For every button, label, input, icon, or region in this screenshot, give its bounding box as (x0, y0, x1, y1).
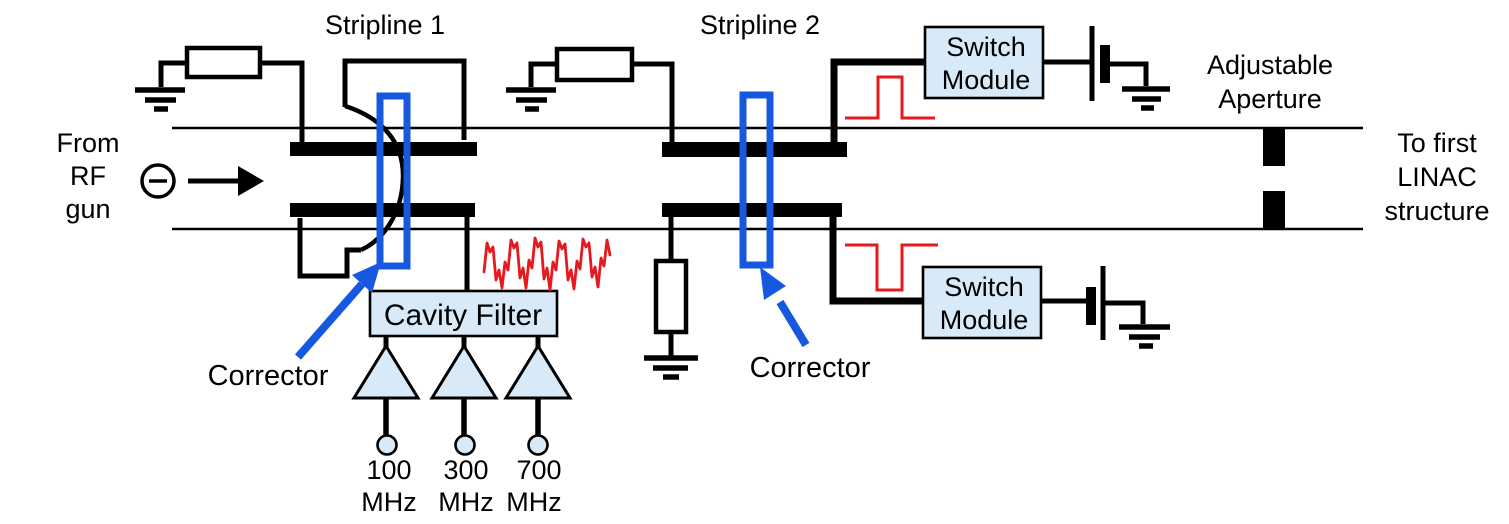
ground-icon (506, 87, 556, 112)
stripline2-electrode-top (662, 142, 847, 157)
freq-label-300-unit: MHz (438, 487, 494, 517)
switch-module-bottom-label-1: Switch (944, 272, 1024, 302)
from-rf-gun-line1: From (57, 128, 120, 158)
stripline-2 (506, 46, 925, 380)
stripline1-termination-wire-left (158, 60, 187, 87)
switch-module-top-box (923, 25, 1045, 100)
freq-label-700-unit: MHz (506, 487, 562, 517)
switch-module-bottom-label-2: Module (940, 305, 1029, 335)
stripline2-feed-wire (632, 61, 675, 142)
stripline-1 (135, 45, 477, 292)
stripline1-housing-top (342, 58, 467, 140)
stripline1-termination-resistor (184, 45, 263, 80)
electron-source (140, 163, 264, 199)
to-linac-line3: structure (1384, 196, 1489, 226)
amplifier-icon (503, 343, 573, 400)
to-linac-line1: To first (1397, 128, 1477, 158)
corrector2-label: Corrector (750, 352, 871, 384)
aperture-jaw-top (1263, 128, 1285, 166)
freq-label-300: 300 (443, 455, 488, 485)
stripline2-shunt-resistor (653, 258, 689, 335)
switch-module-bottom: Switch Module (921, 265, 1170, 349)
rf-input-port-icon (376, 434, 398, 456)
from-rf-gun-line3: gun (65, 194, 110, 224)
battery-top-ground-wire (1110, 61, 1149, 86)
corrector2-callout-arrow-shaft (776, 299, 810, 348)
stripline2-bottom-output-wire (829, 210, 923, 305)
correctors: Corrector Corrector (208, 91, 871, 392)
amplifier-icon (429, 343, 499, 400)
ground-icon (644, 355, 698, 380)
corrector2-callout-arrow-head (760, 267, 786, 300)
battery-bottom-ground-wire (1103, 300, 1146, 324)
stripline1-feed-wire (260, 60, 305, 142)
stripline2-termination-resistor (554, 46, 635, 83)
text-labels: Stripline 1 Stripline 2 From RF gun Adju… (57, 10, 1490, 226)
cavity-filter-label: Cavity Filter (384, 299, 542, 332)
stripline2-termination-wire-left (528, 61, 557, 87)
freq-label-100: 100 (366, 455, 411, 485)
adjustable-aperture-label-line2: Aperture (1218, 84, 1322, 114)
corrector1-callout-arrow-shaft (294, 281, 366, 360)
rf-input-port-icon (454, 434, 476, 456)
switch-module-top-label-2: Module (942, 65, 1031, 95)
positive-gate-pulse (845, 75, 935, 120)
freq-label-700: 700 (516, 455, 561, 485)
switch-module-top: Switch Module (923, 25, 1170, 111)
ground-icon (1122, 86, 1170, 111)
ground-icon (1119, 324, 1170, 349)
freq-label-100-unit: MHz (361, 487, 417, 517)
rf-input-port-icon (527, 434, 549, 456)
corrector-1 (376, 92, 411, 270)
stripline2-electrode-bottom (662, 203, 842, 217)
stripline1-housing-bottom (297, 218, 361, 279)
signal-traces (482, 75, 938, 292)
cavity-filter-chain: Cavity Filter 100 MHz 300 MHz 700 MHz (351, 289, 573, 517)
negative-gate-pulse (845, 243, 938, 292)
corrector1-label: Corrector (208, 360, 329, 392)
corrector-2 (739, 91, 774, 269)
battery-icon (1086, 266, 1106, 340)
beam-direction-arrow-head (238, 166, 264, 196)
adjustable-aperture (1263, 128, 1285, 229)
amplifier-icon (351, 343, 421, 400)
aperture-jaw-bottom (1263, 191, 1285, 229)
adjustable-aperture-label-line1: Adjustable (1207, 50, 1333, 80)
stripline2-title: Stripline 2 (700, 10, 820, 40)
corrector1-callout-arrow-head (352, 262, 381, 293)
stripline2-top-output-wire (830, 58, 925, 150)
to-linac-line2: LINAC (1397, 162, 1477, 192)
noisy-signal-waveform (482, 236, 612, 292)
ground-icon (135, 87, 185, 112)
stripline1-title: Stripline 1 (325, 10, 445, 40)
from-rf-gun-line2: RF (70, 161, 106, 191)
switch-module-top-label-1: Switch (946, 32, 1026, 62)
battery-icon (1089, 26, 1110, 101)
